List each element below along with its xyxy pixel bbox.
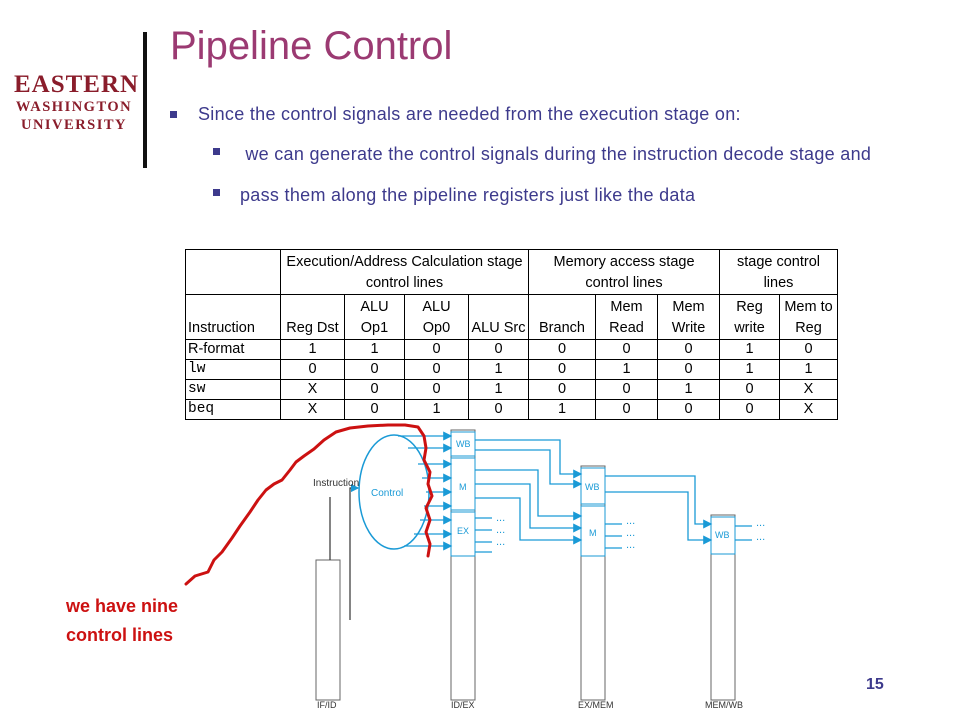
table-header-blank <box>185 249 281 295</box>
memwb-wb-label: WB <box>715 530 730 540</box>
page-number: 15 <box>866 676 884 693</box>
ellipsis-label: ... <box>496 512 505 524</box>
logo-line-2: WASHINGTON <box>15 99 133 115</box>
table-cell: 0 <box>779 339 838 360</box>
register-label-idex: ID/EX <box>451 700 475 710</box>
annotation-line-2: control lines <box>66 625 174 645</box>
slide-title: Pipeline Control <box>170 24 453 68</box>
title-divider <box>143 32 147 168</box>
group-header-writeback: stage control lines <box>719 249 838 295</box>
exmem-register <box>580 465 606 701</box>
ifid-register <box>315 559 341 701</box>
column-header: Mem to Reg <box>779 294 838 340</box>
table-cell: 0 <box>719 399 780 420</box>
idex-ex-field <box>450 511 476 557</box>
annotation-note: we have nine control lines <box>66 592 178 650</box>
register-label-exmem: EX/MEM <box>578 700 614 710</box>
bullet-square-icon <box>170 111 177 118</box>
exmem-to-memwb-lines <box>605 475 713 545</box>
register-label-memwb: MEM/WB <box>705 700 743 710</box>
ellipsis-label: ... <box>756 531 765 543</box>
annotation-freehand-line <box>184 423 434 586</box>
idex-wb-field <box>450 431 476 457</box>
column-header: Mem Write <box>657 294 720 340</box>
column-header: Mem Read <box>595 294 658 340</box>
bullet-3: pass them along the pipeline registers j… <box>170 182 940 208</box>
bullet-1-text: Since the control signals are needed fro… <box>198 104 741 124</box>
ellipsis-label: ... <box>756 517 765 529</box>
logo-line-3: UNIVERSITY <box>20 116 128 133</box>
table-cell: beq <box>185 399 281 420</box>
register-label-ifid: IF/ID <box>317 700 337 710</box>
column-header: Instruction <box>185 294 281 340</box>
annotation-line-1: we have nine <box>66 596 179 616</box>
bullet-1: Since the control signals are needed fro… <box>170 104 940 125</box>
table-cell: R-format <box>185 339 281 360</box>
instruction-wire <box>349 483 360 620</box>
column-header: ALU Src <box>468 294 529 340</box>
ex-control-outputs <box>475 517 492 553</box>
column-header: ALU Op0 <box>404 294 469 340</box>
logo-line-1: EASTERN <box>14 71 140 98</box>
bullet-square-icon <box>213 189 220 196</box>
control-label: Control <box>371 488 403 499</box>
bullet-list: Since the control signals are needed fro… <box>170 104 940 223</box>
bullet-2: we can generate the control signals duri… <box>170 141 940 167</box>
idex-m-field <box>450 457 476 511</box>
table-row: sw X 0 0 1 0 0 1 0 X <box>185 379 838 400</box>
ellipsis-label: ... <box>496 536 505 548</box>
table-cell: 1 <box>404 399 469 420</box>
exmem-m-label: M <box>589 528 597 538</box>
idex-to-exmem-lines <box>475 439 583 545</box>
column-header: Reg write <box>719 294 780 340</box>
wb-control-outputs <box>735 525 752 541</box>
control-signals-table: Execution/Address Calculation stage cont… <box>185 249 838 420</box>
instruction-label: Instruction <box>313 478 359 489</box>
m-control-outputs <box>605 523 622 549</box>
university-logo: EASTERN WASHINGTON UNIVERSITY <box>14 71 140 133</box>
ellipsis-label: ... <box>626 539 635 551</box>
bullet-2-text: we can generate the control signals duri… <box>240 144 872 164</box>
idex-m-label: M <box>459 482 467 492</box>
exmem-m-field <box>580 505 606 557</box>
idex-wb-label: WB <box>456 439 471 449</box>
idex-ex-label: EX <box>457 526 469 536</box>
bullet-square-icon <box>213 148 220 155</box>
table-cell: 0 <box>344 399 405 420</box>
ellipsis-label: ... <box>496 524 505 536</box>
column-header: Branch <box>528 294 596 340</box>
table-row: lw 0 0 0 1 0 1 0 1 1 <box>185 359 838 380</box>
table-row: beq X 0 1 0 1 0 0 0 X <box>185 399 838 420</box>
column-header: ALU Op1 <box>344 294 405 340</box>
exmem-wb-label: WB <box>585 482 600 492</box>
table-cell: X <box>779 399 838 420</box>
bullet-3-text: pass them along the pipeline registers j… <box>240 185 696 205</box>
exmem-wb-field <box>580 467 606 505</box>
ellipsis-label: ... <box>626 515 635 527</box>
ellipsis-label: ... <box>626 527 635 539</box>
